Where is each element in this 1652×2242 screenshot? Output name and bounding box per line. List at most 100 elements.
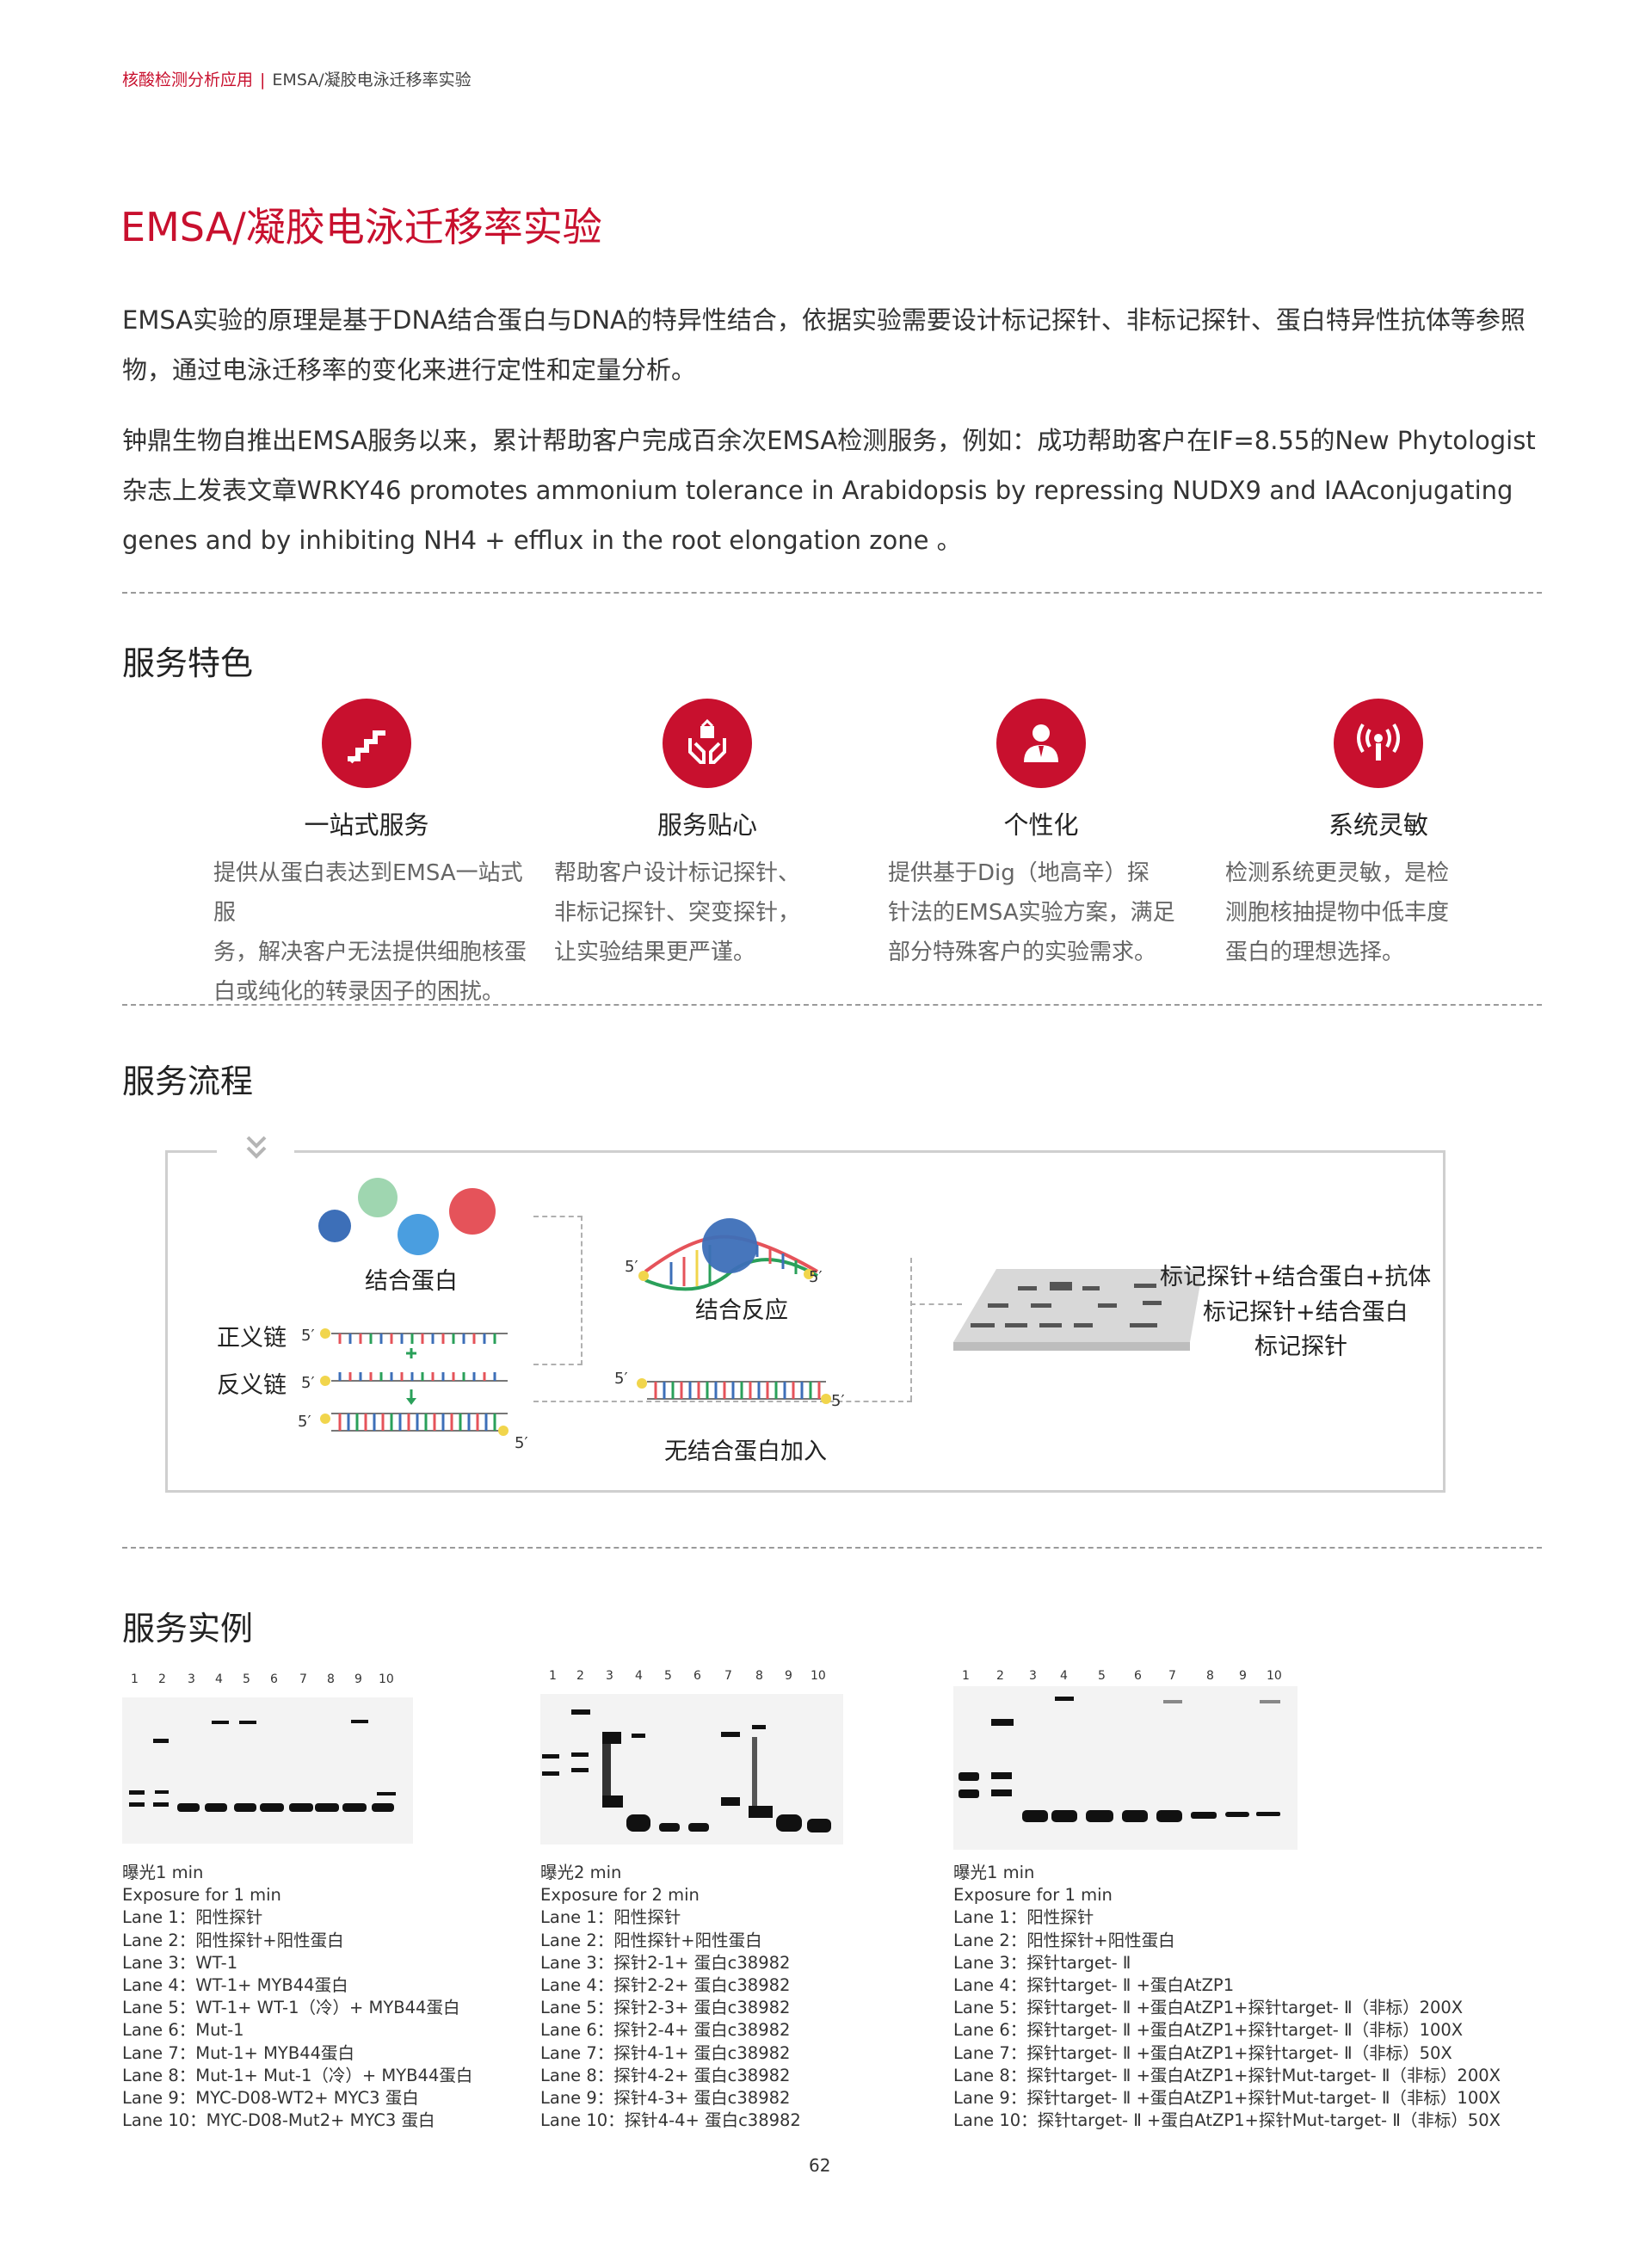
lane-number: 5 (1098, 1669, 1106, 1683)
section-title-flow: 服务流程 (122, 1062, 254, 1100)
feature-desc-line: 提供基于Dig（地高辛）探 (888, 860, 1150, 886)
gel-1-captions: 曝光1 min Exposure for 1 min Lane 1：阳性探针 L… (122, 1862, 472, 2132)
feature-title: 一站式服务 (304, 810, 429, 840)
feature-desc-line: 白或纯化的转录因子的困扰。 (213, 979, 505, 1005)
breadcrumb: 核酸检测分析应用 | EMSA/凝胶电泳迁移率实验 (122, 67, 472, 90)
feature-desc-line: 帮助客户设计标记探针、 (554, 860, 801, 886)
divider (122, 592, 1542, 594)
prime-5-label: 5′ (831, 1392, 845, 1410)
page-number: 62 (809, 2155, 831, 2176)
caption-line: Lane 5：探针target- Ⅱ +蛋白AtZP1+探针target- Ⅱ（… (953, 1998, 1464, 2018)
chevron-down-icon (241, 1132, 272, 1167)
flow-connector (533, 1216, 583, 1365)
lane-number: 2 (576, 1669, 584, 1683)
caption-line: Lane 7：Mut-1+ MYB44蛋白 (122, 2042, 355, 2063)
lane-number: 3 (606, 1669, 613, 1683)
feature-desc-line: 蛋白的理想选择。 (1225, 939, 1405, 965)
caption-line: Lane 10：探针target- Ⅱ +蛋白AtZP1+探针Mut-targe… (953, 2110, 1501, 2131)
dna-strands-diagram (297, 1319, 529, 1451)
caption-line: Lane 2：阳性探针+阳性蛋白 (540, 1930, 762, 1950)
sense-strand-label: 正义链 (217, 1325, 287, 1352)
signal-icon (1334, 699, 1423, 788)
prime-5-label: 5′ (625, 1258, 638, 1276)
gel-image-3 (953, 1686, 1298, 1850)
binding-reaction-label: 结合反应 (695, 1297, 788, 1324)
lane-number: 3 (188, 1672, 195, 1686)
feature-title: 系统灵敏 (1328, 810, 1428, 840)
feature-title: 服务贴心 (656, 810, 757, 840)
lane-number: 7 (299, 1672, 307, 1686)
caption-line: 曝光1 min (122, 1863, 204, 1882)
protein-green (358, 1178, 398, 1217)
stairs-icon (322, 699, 411, 788)
feature-attentive: 服务贴心 帮助客户设计标记探针、 非标记探针、突变探针， 让实验结果更严谨。 (544, 699, 871, 972)
protein-blue (398, 1214, 439, 1255)
caption-line: Lane 10：探针4-4+ 蛋白c38982 (540, 2110, 801, 2131)
caption-line: Lane 6：探针target- Ⅱ +蛋白AtZP1+探针target- Ⅱ（… (953, 2020, 1464, 2041)
lane-numbers: 1 2 3 4 5 6 7 8 9 10 (540, 1669, 833, 1686)
prime-5-label: 5′ (301, 1327, 315, 1345)
lane-number: 10 (379, 1672, 394, 1686)
caption-line: Exposure for 2 min (540, 1885, 700, 1906)
caption-line: Lane 2：阳性探针+阳性蛋白 (953, 1930, 1175, 1950)
protein-red (449, 1188, 496, 1235)
intro-p2-line3: genes and by inhibiting NH4 + efflux in … (122, 526, 962, 555)
lane-number: 8 (755, 1669, 763, 1683)
lane-number: 8 (327, 1672, 335, 1686)
lane-number: 6 (270, 1672, 278, 1686)
gel-image-1 (122, 1697, 413, 1844)
caption-line: 曝光2 min (540, 1863, 622, 1882)
feature-desc-line: 部分特殊客户的实验需求。 (888, 939, 1157, 965)
lane-number: 1 (131, 1672, 139, 1686)
lane-number: 3 (1029, 1669, 1037, 1683)
protein-label: 结合蛋白 (365, 1268, 458, 1295)
flow-connector (533, 1401, 912, 1402)
unbound-probe-diagram (635, 1375, 841, 1421)
intro-p1-line2: 物，通过电泳迁移率的变化来进行定性和定量分析。 (122, 355, 697, 385)
caption-line: Exposure for 1 min (122, 1885, 281, 1906)
caption-line: Lane 6：探针2-4+ 蛋白c38982 (540, 2020, 791, 2041)
caption-line: Lane 1：阳性探针 (122, 1907, 263, 1928)
flow-connector (910, 1303, 962, 1305)
intro-paragraph-1: EMSA实验的原理是基于DNA结合蛋白与DNA的特异性结合，依据实验需要设计标记… (122, 295, 1542, 395)
caption-line: Lane 9：探针4-3+ 蛋白c38982 (540, 2087, 791, 2108)
lane-number: 8 (1206, 1669, 1214, 1683)
divider (122, 1004, 1542, 1006)
lane-number: 1 (549, 1669, 557, 1683)
lane-numbers: 1 2 3 4 5 6 7 8 9 10 (122, 1672, 415, 1690)
caption-line: Lane 4：WT-1+ MYB44蛋白 (122, 1974, 348, 1995)
caption-line: Lane 4：探针target- Ⅱ +蛋白AtZP1 (953, 1974, 1235, 1995)
feature-desc-line: 检测系统更灵敏，是检 (1225, 860, 1450, 886)
caption-line: Lane 5：WT-1+ WT-1（冷）+ MYB44蛋白 (122, 1998, 460, 2018)
caption-line: Lane 3：WT-1 (122, 1952, 238, 1973)
caption-line: Lane 9：探针target- Ⅱ +蛋白AtZP1+探针Mut-target… (953, 2087, 1501, 2108)
feature-personalized: 个性化 提供基于Dig（地高辛）探 针法的EMSA实验方案，满足 部分特殊客户的… (878, 699, 1205, 972)
gel-2-captions: 曝光2 min Exposure for 2 min Lane 1：阳性探针 L… (540, 1862, 801, 2132)
caption-line: Lane 1：阳性探针 (953, 1907, 1094, 1928)
feature-sensitive: 系统灵敏 检测系统更灵敏，是检 测胞核抽提物中低丰度 蛋白的理想选择。 (1215, 699, 1542, 972)
intro-p2-line2: 杂志上发表文章WRKY46 promotes ammonium toleranc… (122, 476, 1513, 505)
intro-paragraph-2: 钟鼎生物自推出EMSA服务以来，累计帮助客户完成百余次EMSA检测服务，例如：成… (122, 416, 1542, 565)
feature-desc: 提供从蛋白表达到EMSA一站式服 务，解决客户无法提供细胞核蛋 白或纯化的转录因… (203, 853, 533, 1012)
lane-number: 6 (693, 1669, 701, 1683)
flow-connector (910, 1258, 912, 1401)
caption-line: Lane 6：Mut-1 (122, 2020, 244, 2041)
lane-number: 9 (354, 1672, 362, 1686)
feature-desc-line: 非标记探针、突变探针， (554, 900, 801, 926)
antisense-strand-label: 反义链 (217, 1372, 287, 1399)
breadcrumb-separator: | (260, 71, 266, 89)
lane-number: 7 (724, 1669, 732, 1683)
lane-number: 6 (1134, 1669, 1142, 1683)
breadcrumb-current: EMSA/凝胶电泳迁移率实验 (272, 71, 472, 89)
breadcrumb-category[interactable]: 核酸检测分析应用 (122, 71, 254, 89)
lane-number: 4 (1060, 1669, 1068, 1683)
lane-number: 4 (215, 1672, 223, 1686)
lane-number: 7 (1168, 1669, 1176, 1683)
prime-5-label: 5′ (298, 1413, 311, 1431)
gel-image-2 (540, 1694, 843, 1845)
caption-line: Lane 10：MYC-D08-Mut2+ MYC3 蛋白 (122, 2110, 435, 2131)
lane-number: 5 (243, 1672, 250, 1686)
feature-desc-line: 测胞核抽提物中低丰度 (1225, 900, 1450, 926)
gel-label-probe: 标记探针 (1254, 1333, 1347, 1360)
lane-number: 9 (785, 1669, 792, 1683)
